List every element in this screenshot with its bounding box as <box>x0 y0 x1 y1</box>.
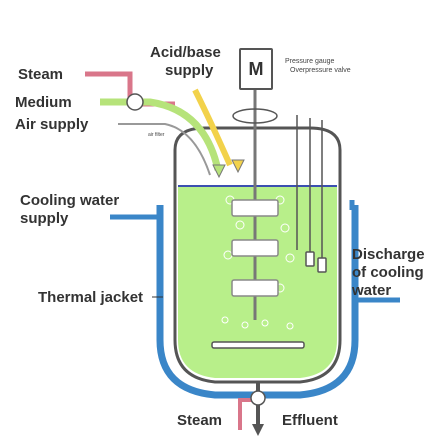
sparger <box>211 341 305 349</box>
overpressure-valve-label: Overpressure valve <box>290 67 351 74</box>
air-supply-label: Air supply <box>15 116 89 133</box>
cooling-water-label-2: supply <box>20 210 69 227</box>
discharge-label-1: Discharge <box>352 246 425 263</box>
steam-bottom-label: Steam <box>177 412 223 429</box>
medium-pump <box>126 93 144 111</box>
pressure-gauge-label: Pressure gauge <box>285 58 335 65</box>
medium-arrow <box>212 164 226 179</box>
discharge-label-2: of cooling <box>352 264 424 281</box>
thermal-jacket-label: Thermal jacket <box>38 289 144 306</box>
bottom-valve <box>250 390 266 406</box>
impellers <box>231 199 279 297</box>
bottom-steam-pipe <box>238 398 252 430</box>
acid-base-pipe <box>192 88 233 167</box>
cooling-water-label-1: Cooling water <box>20 192 120 209</box>
cooling-water-discharge-pipe <box>349 200 400 303</box>
rotation-indicator <box>232 108 278 124</box>
air-filter-label: air filter <box>148 132 165 138</box>
effluent-label: Effluent <box>282 412 338 429</box>
medium-pipe <box>100 98 222 171</box>
acid-base-label-2: supply <box>165 62 214 79</box>
acid-arrow <box>231 159 245 174</box>
acid-base-label-1: Acid/base <box>150 44 221 61</box>
probes <box>296 115 327 273</box>
motor-box: M <box>239 48 273 90</box>
effluent-arrow <box>252 424 264 436</box>
steam-top-label: Steam <box>18 66 64 83</box>
air-supply-pipe <box>118 123 211 176</box>
medium-label: Medium <box>15 94 72 111</box>
motor-label: M <box>248 58 264 79</box>
discharge-label-3: water <box>352 282 392 299</box>
